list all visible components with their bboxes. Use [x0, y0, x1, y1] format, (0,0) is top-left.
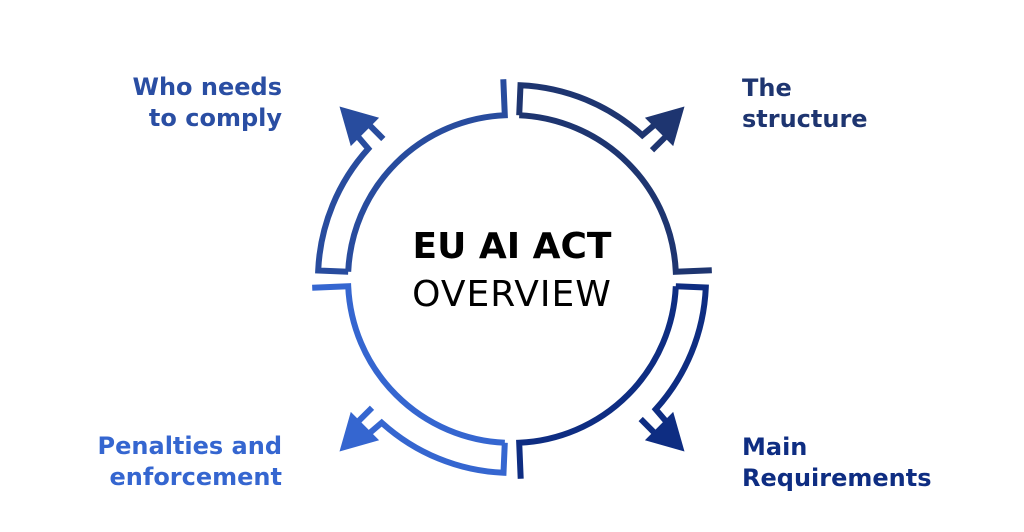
segment-inner-arc	[345, 79, 508, 272]
segment-inner-arc	[516, 286, 679, 479]
label-line: Main	[742, 433, 808, 461]
label-line: The	[742, 74, 792, 102]
segment-bottom-right	[516, 283, 709, 479]
segment-outer-band	[365, 418, 508, 476]
arrowhead-icon	[644, 106, 685, 147]
arrowhead-icon	[339, 411, 380, 452]
label-line: Who needs	[132, 73, 282, 101]
label-line: Penalties and	[97, 432, 282, 460]
label-line: Requirements	[742, 464, 932, 492]
segment-top-left	[315, 79, 508, 275]
segment-outer-band	[651, 283, 709, 426]
label-line: enforcement	[109, 463, 282, 491]
label-line: to comply	[148, 104, 282, 132]
arrowhead-icon	[644, 411, 685, 452]
segment-inner-arc	[312, 283, 505, 446]
label-who-needs-to-comply: Who needs to comply	[132, 72, 282, 134]
segment-top-right	[516, 82, 712, 275]
label-the-structure: The structure	[742, 73, 868, 135]
center-title: EU AI ACT	[412, 226, 612, 267]
center-subtitle: OVERVIEW	[412, 274, 612, 315]
label-main-requirements: Main Requirements	[742, 432, 932, 494]
segment-outer-band	[315, 132, 373, 275]
segment-outer-band	[516, 82, 659, 140]
label-penalties-and-enforcement: Penalties and enforcement	[98, 431, 282, 493]
segment-bottom-left	[312, 283, 508, 476]
label-line: structure	[742, 105, 868, 133]
arrowhead-icon	[339, 106, 380, 147]
segment-inner-arc	[519, 112, 712, 275]
